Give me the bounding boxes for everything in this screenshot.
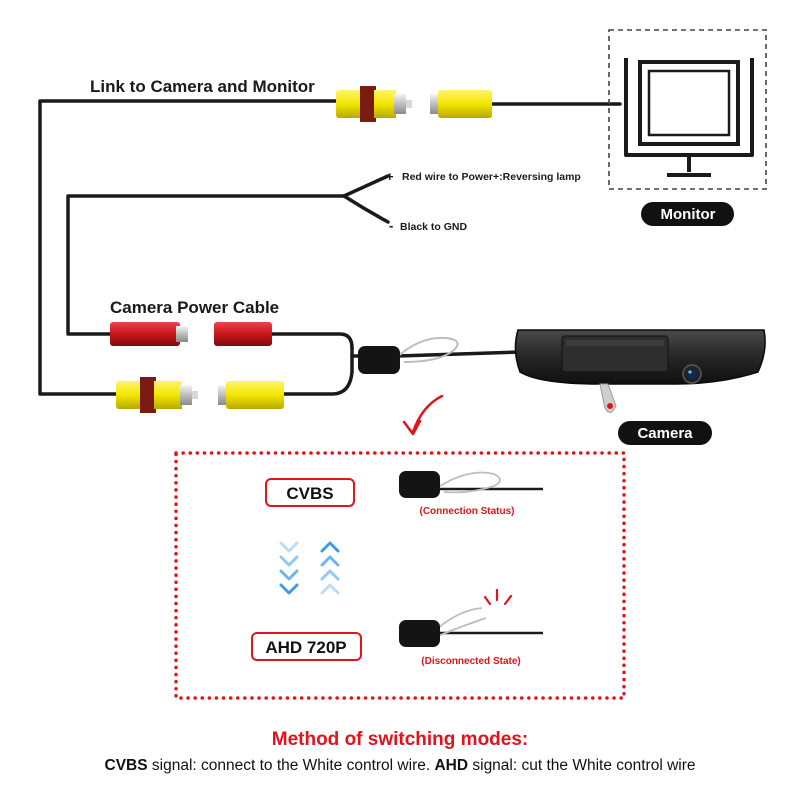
ahd-status: (Disconnected State) xyxy=(421,656,520,667)
camera-body xyxy=(514,329,766,413)
camera-badge xyxy=(618,421,712,445)
ahd-instruction: signal: cut the White control wire xyxy=(468,757,696,774)
ahd-disconnected-module xyxy=(399,607,543,647)
monitor-label: Monitor xyxy=(661,206,716,223)
ahd-badge xyxy=(251,632,362,661)
control-module xyxy=(358,346,400,374)
chevrons-down-icon xyxy=(279,541,299,595)
power-cable xyxy=(66,174,390,350)
check-arrow-icon xyxy=(402,394,444,436)
monitor-frame xyxy=(608,29,767,190)
monitor-badge xyxy=(641,202,734,226)
footer-instructions: CVBS signal: connect to the White contro… xyxy=(0,757,800,775)
cvbs-term: CVBS xyxy=(104,757,148,774)
cvbs-label: CVBS xyxy=(286,484,333,503)
cvbs-badge xyxy=(265,478,355,507)
rca-female-connector-bottom xyxy=(218,381,284,409)
red-wire-label: Red wire to Power+:Reversing lamp xyxy=(402,171,581,183)
rca-male-connector-top xyxy=(336,86,412,122)
white-control-wire xyxy=(395,336,459,363)
cut-spark-icon xyxy=(483,588,513,606)
power-connector-male xyxy=(110,322,188,346)
rca-male-connector-bottom xyxy=(116,377,198,413)
modes-panel xyxy=(174,451,626,700)
rca-female-connector-top xyxy=(430,90,492,118)
cvbs-connected-module xyxy=(399,471,543,498)
ahd-term: AHD xyxy=(434,757,469,774)
monitor-icon xyxy=(624,58,754,177)
cvbs-status: (Connection Status) xyxy=(420,506,515,517)
chevrons-up-icon xyxy=(320,541,340,595)
link-label: Link to Camera and Monitor xyxy=(90,77,315,96)
video-cable xyxy=(38,99,622,396)
power-cable-label: Camera Power Cable xyxy=(110,298,279,317)
power-connector-female xyxy=(214,322,272,346)
camera-label: Camera xyxy=(637,425,693,442)
ahd-label: AHD 720P xyxy=(265,638,346,657)
black-wire-label: Black to GND xyxy=(400,221,468,233)
footer-title: Method of switching modes: xyxy=(271,729,529,750)
cvbs-instruction: signal: connect to the White control wir… xyxy=(147,757,435,774)
plus-sign: + xyxy=(386,169,394,184)
minus-sign: - xyxy=(389,218,393,233)
